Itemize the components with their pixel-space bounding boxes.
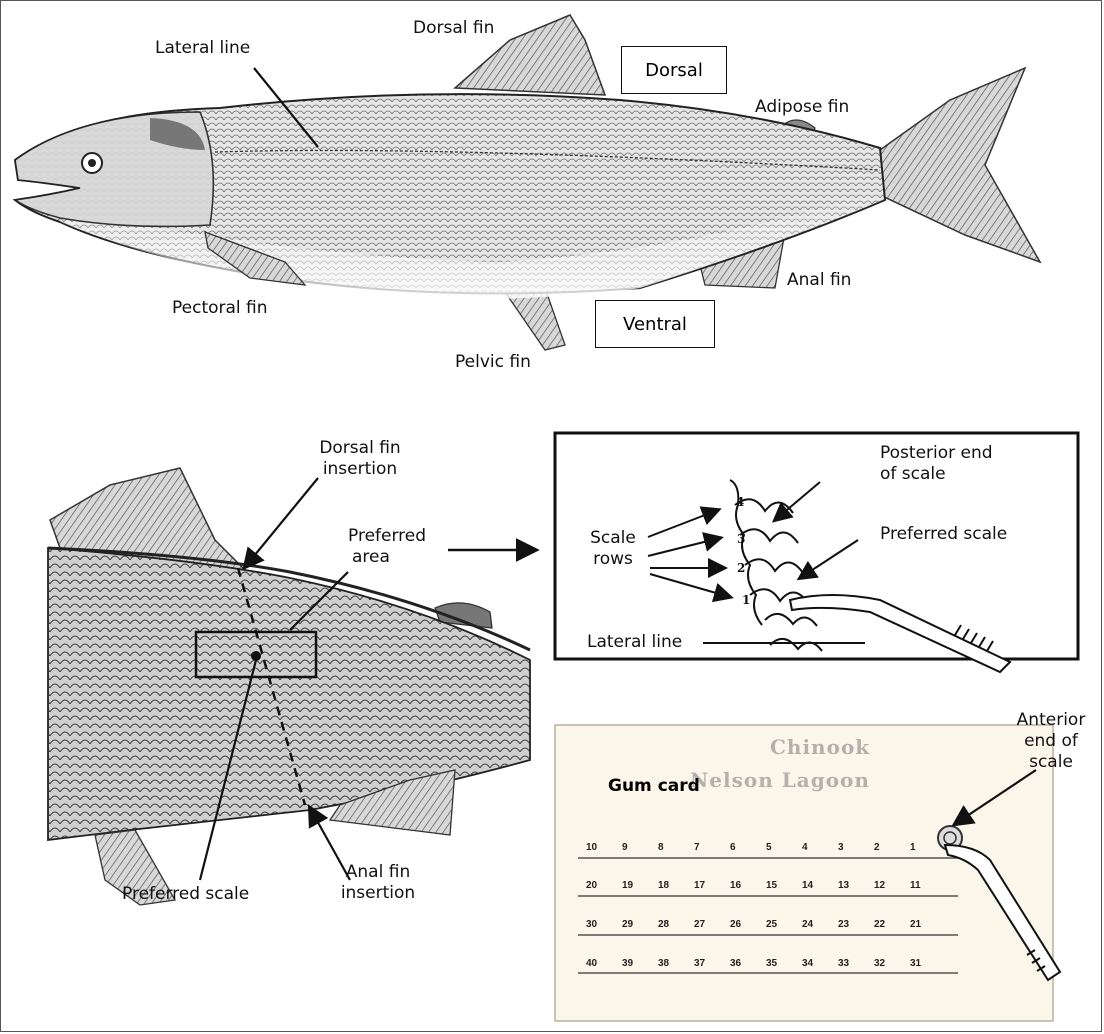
posterior-line2: of scale: [880, 464, 993, 485]
anal-fin-insertion-line2: insertion: [333, 883, 423, 904]
card-slot-number: 16: [730, 880, 742, 891]
label-posterior-end: Posterior end of scale: [880, 443, 993, 485]
card-slot-number: 25: [766, 919, 778, 930]
card-slot-number: 18: [658, 880, 670, 891]
card-slot-number: 11: [910, 880, 921, 891]
label-dorsal-fin: Dorsal fin: [413, 18, 494, 39]
anal-fin-insertion-line1: Anal fin: [333, 862, 423, 883]
scale-rows-line2: rows: [580, 549, 646, 570]
card-slot-number: 30: [586, 919, 598, 930]
label-anal-fin: Anal fin: [787, 270, 851, 291]
label-preferred-area: Preferred area: [348, 526, 426, 568]
gum-card-title: Gum card: [608, 776, 700, 796]
posterior-line1: Posterior end: [880, 443, 993, 464]
card-slot-number: 24: [802, 919, 814, 930]
card-slot-number: 2: [874, 842, 880, 853]
label-inset-lateral-line: Lateral line: [587, 632, 682, 653]
dorsal-fin-insertion-line1: Dorsal fin: [305, 438, 415, 459]
preferred-scale-dot: [251, 651, 261, 661]
card-slot-number: 29: [622, 919, 634, 930]
dorsal-box: Dorsal: [621, 46, 727, 94]
scale-rows-line1: Scale: [580, 528, 646, 549]
closeup-body: [48, 548, 530, 840]
label-anterior-end: Anterior end of scale: [1003, 710, 1099, 773]
dorsal-insertion-arrow: [245, 478, 318, 567]
card-slot-number: 21: [910, 919, 922, 930]
label-pectoral-fin: Pectoral fin: [172, 298, 268, 319]
card-slot-number: 36: [730, 958, 742, 969]
card-slot-number: 19: [622, 880, 634, 891]
anterior-line1: Anterior: [1003, 710, 1099, 731]
tail-fin-shape: [880, 68, 1040, 262]
card-slot-number: 23: [838, 919, 850, 930]
card-slot-number: 31: [910, 958, 922, 969]
card-slot-number: 5: [766, 842, 772, 853]
card-slot-number: 35: [766, 958, 778, 969]
preferred-area-line1: Preferred: [348, 526, 426, 547]
card-slot-number: 4: [802, 842, 808, 853]
dorsal-fin-insertion-line2: insertion: [305, 459, 415, 480]
card-slot-number: 17: [694, 880, 706, 891]
card-slot-number: 10: [586, 842, 598, 853]
card-slot-number: 15: [766, 880, 778, 891]
card-slot-number: 26: [730, 919, 742, 930]
card-slot-number: 7: [694, 842, 700, 853]
card-slot-number: 32: [874, 958, 886, 969]
card-slot-number: 40: [586, 958, 598, 969]
card-slot-number: 6: [730, 842, 736, 853]
card-slot-number: 34: [802, 958, 814, 969]
card-slot-number: 1: [910, 842, 916, 853]
label-lateral-line: Lateral line: [155, 38, 250, 59]
card-slot-number: 39: [622, 958, 634, 969]
ventral-box: Ventral: [595, 300, 715, 348]
card-slot-number: 14: [802, 880, 814, 891]
card-slot-number: 33: [838, 958, 850, 969]
card-slot-number: 27: [694, 919, 706, 930]
label-anal-fin-insertion: Anal fin insertion: [333, 862, 423, 904]
preferred-area-line2: area: [348, 547, 426, 568]
label-preferred-scale: Preferred scale: [122, 884, 249, 905]
card-slot-number: 8: [658, 842, 664, 853]
card-slot-number: 20: [586, 880, 598, 891]
salmon-illustration: [15, 15, 1040, 350]
label-scale-rows: Scale rows: [580, 528, 646, 570]
card-slot-number: 12: [874, 880, 886, 891]
closeup-illustration: [48, 468, 530, 905]
card-handwriting-2: Nelson Lagoon: [690, 768, 870, 792]
card-slot-number: 38: [658, 958, 670, 969]
label-dorsal-fin-insertion: Dorsal fin insertion: [305, 438, 415, 480]
card-slot-number: 37: [694, 958, 706, 969]
label-inset-preferred-scale: Preferred scale: [880, 524, 1007, 545]
card-slot-number: 13: [838, 880, 850, 891]
card-slot-number: 22: [874, 919, 886, 930]
label-adipose-fin: Adipose fin: [755, 97, 849, 118]
card-slot-number: 3: [838, 842, 844, 853]
card-handwriting-1: Chinook: [770, 735, 870, 759]
anterior-line3: scale: [1003, 752, 1099, 773]
card-slot-number: 9: [622, 842, 628, 853]
card-slot-number: 28: [658, 919, 670, 930]
anterior-line2: end of: [1003, 731, 1099, 752]
label-pelvic-fin: Pelvic fin: [455, 352, 531, 373]
